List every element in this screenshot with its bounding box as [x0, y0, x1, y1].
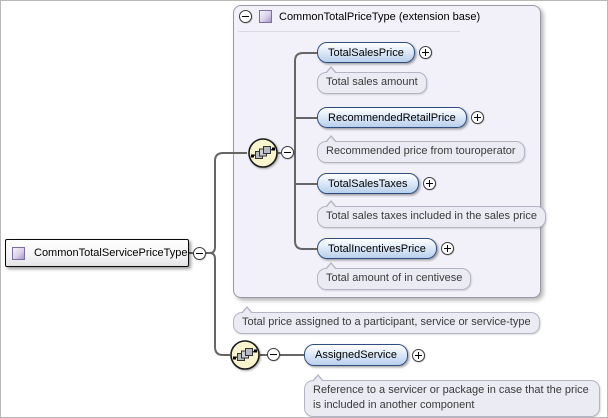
annotation-totalsalesprice: Total sales amount	[317, 66, 427, 94]
expand-icon[interactable]	[411, 348, 425, 362]
element-row-assignedservice: AssignedService	[304, 344, 425, 366]
annotation-recommendedretailprice: Recommended price from touroperator	[317, 135, 525, 163]
extension-base-title: CommonTotalPriceType (extension base)	[279, 10, 481, 23]
element-row-totalincentivesprice: TotalIncentivesPrice	[317, 238, 454, 259]
sequence-icon[interactable]	[229, 339, 261, 371]
element-row-totalsalesprice: TotalSalesPrice	[317, 42, 432, 63]
annotation-totalsalestaxes: Total sales taxes included in the sales …	[317, 200, 546, 228]
type-annotation-note: Total price assigned to a participant, s…	[233, 306, 540, 334]
element-label: AssignedService	[315, 349, 397, 361]
annotation-assignedservice: Reference to a servicer or package in ca…	[304, 374, 600, 417]
element-label: RecommendedRetailPrice	[328, 111, 456, 124]
header-separator	[238, 31, 460, 32]
element-label: TotalSalesPrice	[328, 46, 404, 59]
complex-type-icon	[12, 246, 25, 260]
element-label: TotalSalesTaxes	[328, 177, 408, 190]
element-row-recommendedretailprice: RecommendedRetailPrice	[317, 107, 484, 128]
expand-icon[interactable]	[470, 111, 484, 124]
annotation-totalincentivesprice: Total amount of in centivese	[317, 262, 472, 290]
element-label: TotalIncentivesPrice	[328, 242, 426, 255]
element-recommendedretailprice[interactable]: RecommendedRetailPrice	[317, 107, 467, 128]
complex-type-icon	[259, 10, 272, 23]
extension-base-header: CommonTotalPriceType (extension base)	[239, 10, 480, 23]
expand-icon[interactable]	[440, 242, 454, 255]
root-element-label: CommonTotalServicePriceType	[34, 247, 188, 259]
sequence-icon[interactable]	[247, 137, 279, 169]
root-element[interactable]: CommonTotalServicePriceType	[5, 239, 189, 267]
collapse-icon[interactable]	[193, 247, 206, 260]
collapse-icon[interactable]	[239, 10, 252, 23]
expand-icon[interactable]	[422, 177, 436, 190]
collapse-icon[interactable]	[267, 348, 280, 361]
expand-icon[interactable]	[418, 46, 432, 59]
collapse-icon[interactable]	[281, 146, 294, 159]
element-totalsalesprice[interactable]: TotalSalesPrice	[317, 42, 415, 63]
element-row-totalsalestaxes: TotalSalesTaxes	[317, 173, 436, 194]
element-totalsalestaxes[interactable]: TotalSalesTaxes	[317, 173, 419, 194]
element-totalincentivesprice[interactable]: TotalIncentivesPrice	[317, 238, 437, 259]
element-assignedservice[interactable]: AssignedService	[304, 344, 408, 366]
